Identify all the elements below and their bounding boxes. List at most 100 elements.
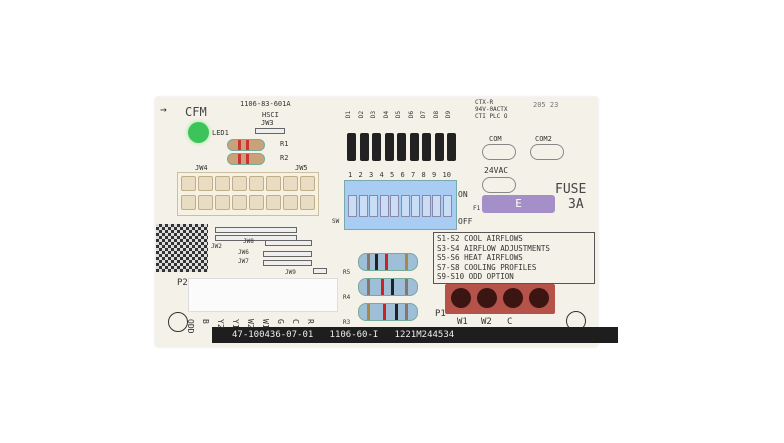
legend-line: S9-S10 ODD OPTION [437,272,514,281]
diode-label: D5 [395,110,403,119]
diode-label: D9 [445,110,453,119]
r1-label: R1 [280,140,289,148]
dip-switch-toggle[interactable] [400,195,410,217]
diode-label: D7 [420,110,428,119]
p1-pin [503,288,523,308]
24vac-label: 24VAC [484,166,509,175]
jw6-label: JW6 [238,249,249,256]
legend-line: S5-S6 HEAT AIRFLOWS [437,253,523,262]
com2-terminal[interactable] [530,144,564,160]
dip-switch-toggle[interactable] [379,195,389,217]
dip-switch-toggle[interactable] [411,195,420,217]
arrow-icon: → [160,103,167,116]
p1-pin-label: W1 [457,317,468,327]
connector-pin [283,195,298,210]
diode [447,133,456,161]
jw7-label: JW7 [238,258,249,265]
dip-switch-toggle[interactable] [421,195,431,217]
r5-label: R5 [343,269,351,276]
dip-switch-toggle[interactable] [390,195,399,217]
diode-label: D8 [432,110,440,119]
p2-pin-label: Y1 [231,319,240,329]
f1-label: F1 [473,205,481,212]
connector-pin [249,195,264,210]
part-number: 1106-83-601A [240,100,291,108]
resistor-r5 [358,253,418,271]
connector-pin [232,195,247,210]
diode [372,133,381,161]
r2-label: R2 [280,154,289,162]
diode-label: D2 [357,110,365,119]
connector-pin [266,176,281,191]
p2-pin-label: W1 [261,319,270,329]
date-code: 205 23 [533,101,559,109]
p2-pin-label: C [291,319,300,324]
dip-number: 8 [421,171,426,179]
connector-pin [266,195,281,210]
dip-switch-toggle[interactable] [369,195,378,217]
diode [384,133,394,161]
fuse-rating: 3A [568,197,584,212]
mounting-hole [168,312,188,332]
connector-pin [181,195,196,210]
fuse-label: FUSE [555,182,587,197]
dip-number: 7 [411,171,416,179]
jw5-label: JW5 [295,164,308,172]
dip-number: 6 [400,171,405,179]
diode [434,133,444,161]
led-label: LED1 [212,129,229,137]
legend-line: S7-S8 COOLING PROFILES [437,262,537,272]
connector-pin [300,195,315,210]
jw4-label: JW4 [195,164,208,172]
diode [397,133,406,161]
dip-number: 2 [358,171,363,179]
jw8-label: JW8 [243,238,254,245]
resistor-r2 [227,153,265,165]
connector-pin [215,176,230,191]
cert-label-3: CTI PLC O [475,113,508,120]
connector-pin [198,195,213,210]
connector-pin [232,176,247,191]
diode-label: D6 [407,110,415,119]
diode-label: D4 [382,110,390,119]
circuit-board: → CFM 1106-83-601A HSCI LED1 JW3 R1 R2 J… [155,97,618,347]
p2-connector[interactable] [188,278,338,312]
fuse[interactable]: E [482,195,555,213]
diode [347,133,356,161]
jumper [255,128,285,134]
led [188,122,209,143]
24vac-terminal[interactable] [482,177,516,193]
p1-pin [529,288,549,308]
sw-label: SW [332,218,340,225]
connector-pin [215,195,230,210]
connector-pin [249,176,264,191]
jumper [263,251,312,257]
model-label: HSCI [262,111,279,119]
connector-pin [300,176,315,191]
resistor-r3 [358,303,418,321]
r4-label: R4 [343,294,351,301]
dip-number: 1 [348,171,353,179]
p2-pin-label: G [276,319,285,324]
cert-label-2: 94V-0ACTX [475,106,508,113]
com2-label: COM2 [535,135,552,143]
dip-switch-toggle[interactable] [442,195,452,217]
jumper [265,240,312,246]
jw3-label: JW3 [261,119,274,127]
dip-switch-toggle[interactable] [358,195,368,217]
com-terminal[interactable] [482,144,516,160]
jw9-label: JW9 [285,269,296,276]
p1-pin-label: C [507,317,513,327]
dip-switch-toggle[interactable] [432,195,441,217]
off-label: OFF [458,217,473,226]
p2-pin-label: ODD [186,319,195,334]
p1-pin [451,288,471,308]
p2-pin-label: Y2 [216,319,225,329]
p1-connector[interactable] [445,284,555,314]
diode-label: D1 [345,110,353,119]
connector-pin [181,176,196,191]
dip-switch-toggle[interactable] [348,195,357,217]
diode [409,133,419,161]
resistor-r4 [358,278,418,296]
